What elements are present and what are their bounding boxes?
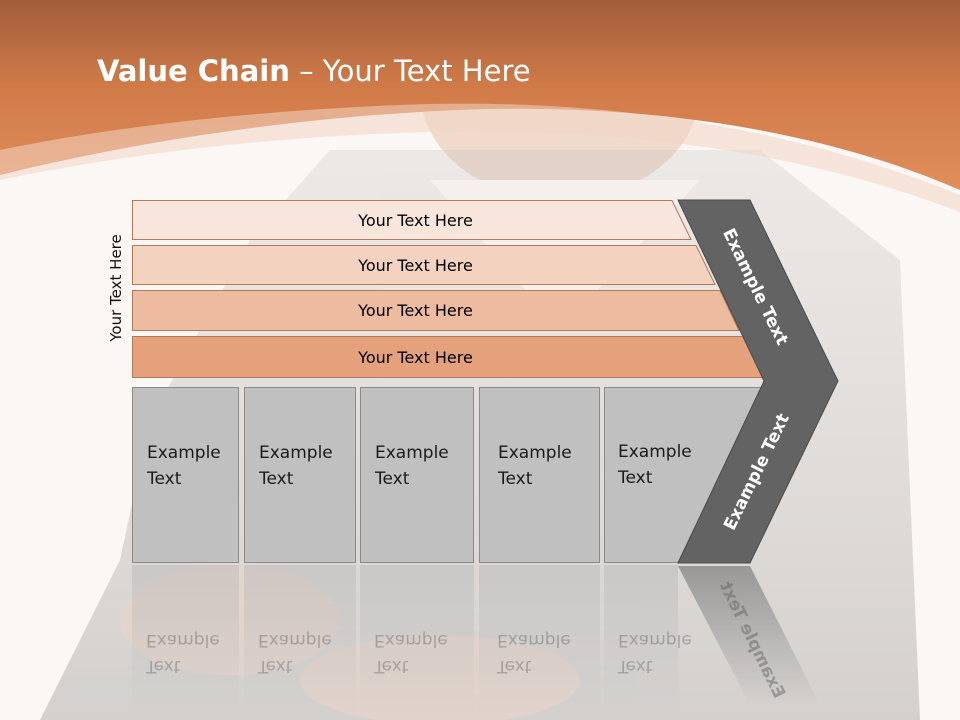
- activity-box-1: Example Text: [132, 387, 239, 563]
- activity-box-4-reflection: Text Example: [479, 565, 600, 715]
- band-4-label: Your Text Here: [358, 347, 473, 367]
- header-wave-highlight: [0, 103, 960, 212]
- activity-box-2: Example Text: [244, 387, 356, 563]
- reflection-1-line2: Text: [146, 656, 181, 676]
- reflection-3-line2: Text: [374, 656, 409, 676]
- reflection-4-text: Text Example: [497, 627, 571, 679]
- activity-box-5-text: Example Text: [618, 439, 692, 491]
- slide-title: Value Chain – Your Text Here: [97, 54, 531, 88]
- activity-box-5-line1: Example: [618, 442, 692, 462]
- reflection-1-text: Text Example: [146, 627, 220, 679]
- activity-box-1-text: Example Text: [147, 440, 221, 492]
- band-2-label: Your Text Here: [358, 255, 473, 275]
- reflection-2-text: Text Example: [258, 627, 332, 679]
- activity-box-2-line2: Text: [259, 469, 294, 489]
- reflection-3-line1: Example: [374, 630, 448, 650]
- reflection-4-line2: Text: [497, 656, 532, 676]
- band-2: Your Text Here: [132, 245, 716, 285]
- activity-box-2-text: Example Text: [259, 440, 333, 492]
- reflection-5-text: Text Example: [618, 627, 692, 679]
- activity-box-1-line1: Example: [147, 443, 221, 463]
- reflection-2-line1: Example: [258, 630, 332, 650]
- activity-box-5-line2: Text: [618, 468, 653, 488]
- title-rest: – Your Text Here: [289, 54, 531, 88]
- activity-box-4-line1: Example: [498, 443, 572, 463]
- activity-box-1-line2: Text: [147, 469, 182, 489]
- reflection-4-line1: Example: [497, 630, 571, 650]
- reflection-1-line1: Example: [146, 630, 220, 650]
- activity-box-1-reflection: Text Example: [132, 565, 239, 715]
- reflection-5-line1: Example: [618, 630, 692, 650]
- activity-box-4: Example Text: [479, 387, 600, 563]
- band-1: Your Text Here: [132, 200, 692, 240]
- activity-box-3: Example Text: [360, 387, 474, 563]
- activity-box-4-line2: Text: [498, 469, 533, 489]
- band-4: Your Text Here: [132, 336, 764, 378]
- activity-box-3-reflection: Text Example: [360, 565, 474, 715]
- side-label: Your Text Here: [107, 234, 125, 342]
- activity-box-5-reflection: Text Example: [604, 565, 692, 715]
- activity-box-2-line1: Example: [259, 443, 333, 463]
- band-3-label: Your Text Here: [358, 301, 473, 320]
- activity-box-5: Example Text: [604, 387, 764, 563]
- activity-box-3-line1: Example: [375, 443, 449, 463]
- activity-box-3-text: Example Text: [375, 440, 449, 492]
- band-1-label: Your Text Here: [358, 210, 473, 230]
- reflection-2-line2: Text: [258, 656, 293, 676]
- reflection-5-line2: Text: [618, 656, 653, 676]
- reflection-3-text: Text Example: [374, 627, 448, 679]
- title-bold: Value Chain: [97, 54, 290, 88]
- activity-box-2-reflection: Text Example: [244, 565, 356, 715]
- band-3: Your Text Here: [132, 290, 740, 331]
- activity-box-3-line2: Text: [375, 469, 410, 489]
- header-band: [0, 0, 960, 190]
- activity-box-4-text: Example Text: [498, 440, 572, 492]
